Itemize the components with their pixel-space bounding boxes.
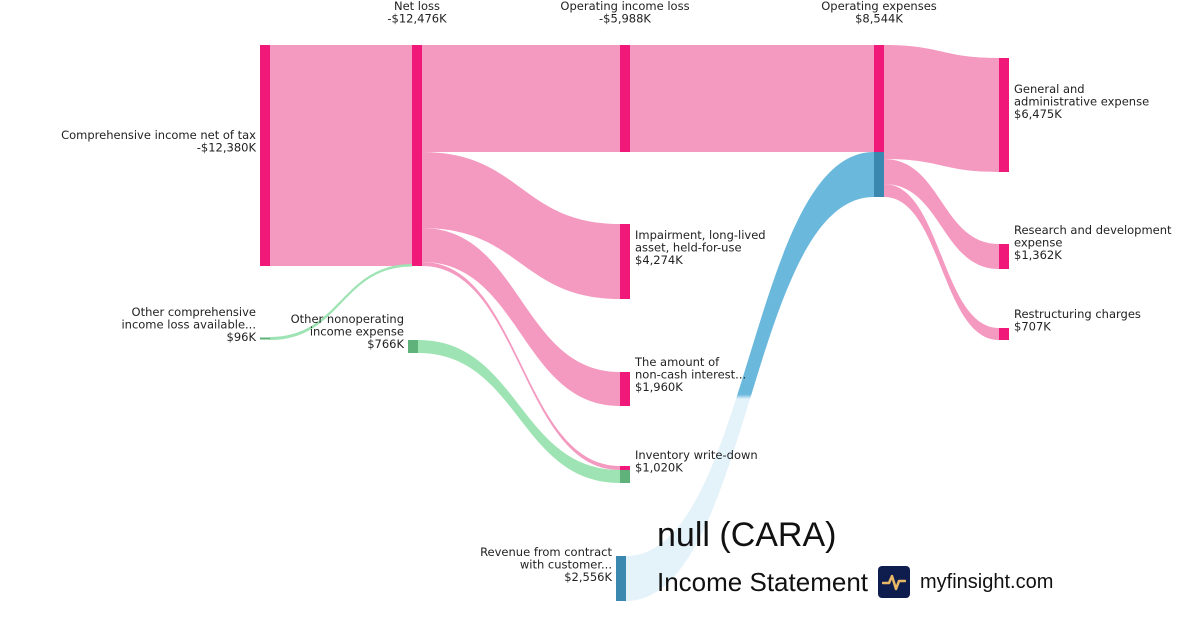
node-opinc: [620, 45, 630, 152]
link-net-to-opinc: [422, 45, 620, 152]
node-net: [412, 45, 422, 266]
node-value: $766K: [367, 337, 404, 351]
link-opex-to-ga: [884, 45, 999, 172]
node-name: Other nonoperating: [291, 312, 404, 326]
node-label-restr: Restructuring charges$707K: [1014, 307, 1141, 334]
node-othnonop: [408, 340, 418, 353]
node-impair: [620, 224, 630, 299]
node-label-comp: Comprehensive income net of tax-$12,380K: [61, 128, 256, 155]
node-name: Net loss: [394, 0, 440, 13]
node-name: Inventory write-down: [635, 448, 758, 462]
node-noncash: [620, 372, 630, 406]
node-value: $8,544K: [855, 12, 903, 26]
node-name: General and: [1014, 82, 1085, 96]
myfinsight-logo-icon: [878, 566, 910, 598]
node-value: $1,362K: [1014, 248, 1062, 262]
chart-title: null (CARA): [657, 516, 837, 554]
node-name: Revenue from contract: [480, 545, 612, 559]
link-opex-to-rd: [884, 159, 999, 269]
link-net-to-noncash: [422, 228, 620, 406]
node-label-inv: Inventory write-down$1,020K: [635, 448, 758, 475]
node-name: income expense: [310, 325, 404, 339]
node-ga: [999, 58, 1009, 172]
node-rd: [999, 244, 1009, 269]
link-comp-to-net: [270, 45, 412, 266]
node-label-opinc: Operating income loss-$5,988K: [560, 0, 689, 26]
node-othcomp: [260, 337, 270, 340]
node-name: non-cash interest...: [635, 368, 746, 382]
link-rev-to-opex: [626, 152, 874, 601]
link-net-to-inv: [422, 262, 620, 470]
chart-subtitle: Income Statement myfinsight.com: [657, 566, 1053, 598]
link-opex-to-restr: [884, 184, 999, 340]
node-opex-revenue: [874, 152, 884, 197]
node-name: Impairment, long-lived: [635, 228, 766, 242]
node-name: Restructuring charges: [1014, 307, 1141, 321]
link-opinc-to-opex: [630, 45, 874, 152]
node-rev: [616, 556, 626, 601]
node-label-opex: Operating expenses$8,544K: [821, 0, 937, 26]
node-name: Operating income loss: [560, 0, 689, 13]
node-comp: [260, 45, 270, 266]
site-name: myfinsight.com: [920, 570, 1054, 593]
node-name: Operating expenses: [821, 0, 937, 13]
node-value: -$12,380K: [197, 141, 257, 155]
node-value: $1,960K: [635, 380, 683, 394]
node-label-net: Net loss-$12,476K: [387, 0, 447, 26]
node-value: -$12,476K: [387, 12, 447, 26]
node-name: Other comprehensive: [132, 305, 256, 319]
node-name: administrative expense: [1014, 95, 1149, 109]
node-restr: [999, 328, 1009, 340]
node-opex: [874, 45, 884, 152]
node-value: $707K: [1014, 320, 1051, 334]
node-name: with customer...: [520, 558, 612, 572]
node-name: income loss available...: [121, 318, 256, 332]
node-inv-other: [620, 470, 630, 483]
node-name: Comprehensive income net of tax: [61, 128, 256, 142]
link-net-to-impair: [422, 152, 620, 299]
node-inv: [620, 466, 630, 470]
node-value: $1,020K: [635, 461, 683, 475]
subtitle-text: Income Statement: [657, 566, 868, 597]
node-value: $4,274K: [635, 253, 683, 267]
link-othnonop-to-inv: [418, 340, 620, 483]
node-name: The amount of: [634, 355, 720, 369]
node-value: $2,556K: [564, 570, 612, 584]
node-name: asset, held-for-use: [635, 241, 742, 255]
node-name: Research and development: [1014, 223, 1172, 237]
node-value: $96K: [227, 330, 257, 344]
node-name: expense: [1014, 236, 1062, 250]
node-value: $6,475K: [1014, 107, 1062, 121]
node-value: -$5,988K: [599, 12, 651, 26]
